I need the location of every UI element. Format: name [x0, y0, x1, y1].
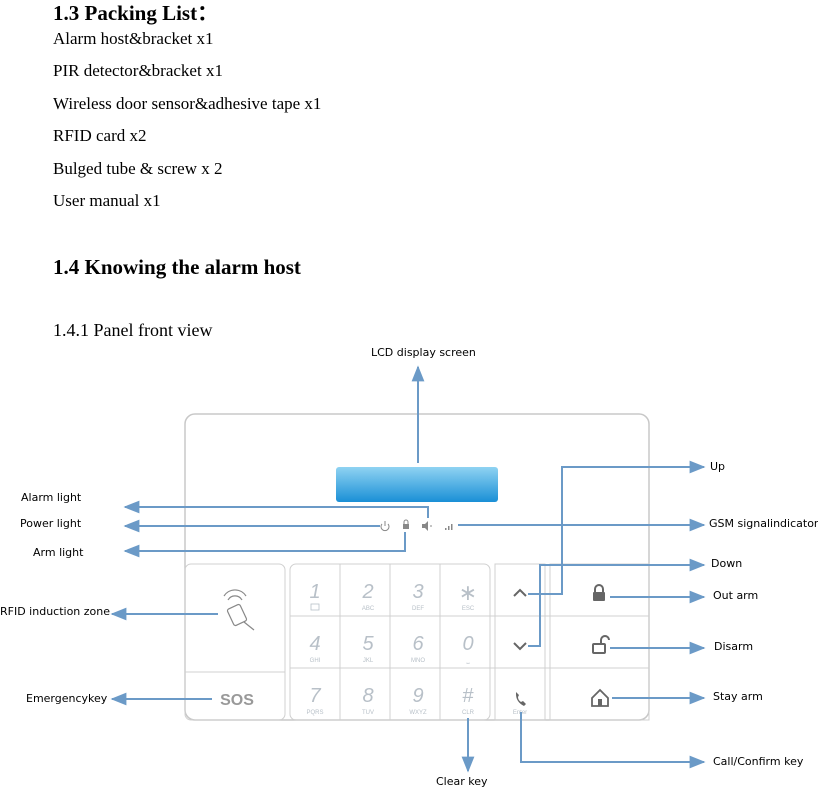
power-icon: [380, 521, 390, 532]
list-item: Alarm host&bracket x1: [53, 29, 214, 48]
key-6[interactable]: 6: [412, 633, 424, 655]
key-5-sub: JKL: [363, 658, 374, 664]
list-item: Wireless door sensor&adhesive tape x1: [53, 93, 322, 113]
list-item: PIR detector&bracket x1: [53, 61, 223, 81]
key-7[interactable]: 7: [309, 685, 321, 707]
down-label: Down: [711, 557, 743, 570]
packing-list: Alarm host&bracket x1 PIR detector&brack…: [53, 27, 321, 221]
signal-icon: [445, 524, 453, 530]
rfid-card-icon: [223, 589, 255, 631]
phone-icon[interactable]: [516, 692, 526, 706]
call-confirm-arrow: [520, 712, 706, 769]
list-item: User manual x1: [53, 190, 161, 210]
speaker-icon: [422, 521, 432, 531]
lcd-screen: [336, 467, 498, 502]
down-arrow-line: [528, 558, 706, 647]
section-1-4-title: 1.4 Knowing the alarm host: [53, 255, 301, 279]
clear-key-label: Clear key: [436, 775, 488, 788]
lock-closed-icon[interactable]: [593, 584, 605, 601]
mail-icon: [310, 603, 320, 611]
key-0-sub: ⎵: [467, 657, 470, 664]
key-3[interactable]: 3: [412, 581, 423, 603]
key-0[interactable]: 0: [462, 633, 473, 655]
emergency-label: Emergencykey: [26, 692, 108, 705]
list-item: RFID card x2: [53, 126, 147, 146]
stay-arm-label: Stay arm: [713, 690, 763, 703]
key-1[interactable]: 1: [309, 581, 320, 603]
call-confirm-label: Call/Confirm key: [713, 755, 804, 768]
alarm-light-label: Alarm light: [21, 491, 82, 504]
up-label: Up: [710, 460, 726, 473]
key-hash-sub: CLR: [462, 710, 475, 716]
key-2[interactable]: 2: [361, 581, 373, 603]
up-arrow-line: [528, 460, 706, 595]
key-6-sub: MNO: [411, 658, 425, 664]
list-item: Bulged tube & screw x 2: [53, 158, 223, 178]
key-8[interactable]: 8: [362, 685, 373, 707]
key-3-sub: DEF: [412, 606, 424, 612]
disarm-label: Disarm: [714, 640, 754, 653]
section-1-3-title: 1.3 Packing List：: [53, 1, 219, 25]
key-7-sub: PQRS: [306, 710, 323, 716]
key-hash[interactable]: #: [462, 685, 474, 707]
up-arrow-icon[interactable]: [513, 588, 527, 597]
home-icon[interactable]: [591, 688, 609, 707]
alarm-light-arrow: [123, 500, 429, 518]
key-5[interactable]: 5: [362, 633, 374, 655]
key-star[interactable]: ∗: [459, 580, 477, 605]
key-2-sub: ABC: [362, 606, 375, 612]
sos-key[interactable]: SOS: [220, 692, 254, 709]
key-4[interactable]: 4: [309, 633, 320, 655]
rfid-label: RFID induction zone: [0, 605, 111, 618]
key-9-sub: WXYZ: [409, 710, 427, 716]
key-8-sub: TUV: [362, 710, 374, 716]
arm-light-arrow: [123, 532, 406, 558]
gsm-label: GSM signalindicator: [709, 517, 818, 530]
lock-open-icon[interactable]: [592, 635, 610, 654]
key-4-sub: GHI: [310, 658, 321, 664]
lcd-label: LCD display screen: [371, 346, 476, 359]
arm-light-label: Arm light: [33, 546, 84, 559]
power-light-label: Power light: [20, 517, 82, 530]
down-arrow-icon[interactable]: [513, 642, 527, 651]
lock-icon: [403, 519, 409, 529]
out-arm-label: Out arm: [713, 589, 759, 602]
key-star-sub: ESC: [462, 606, 475, 612]
subsection-title: 1.4.1 Panel front view: [53, 320, 213, 340]
key-9[interactable]: 9: [412, 685, 423, 707]
